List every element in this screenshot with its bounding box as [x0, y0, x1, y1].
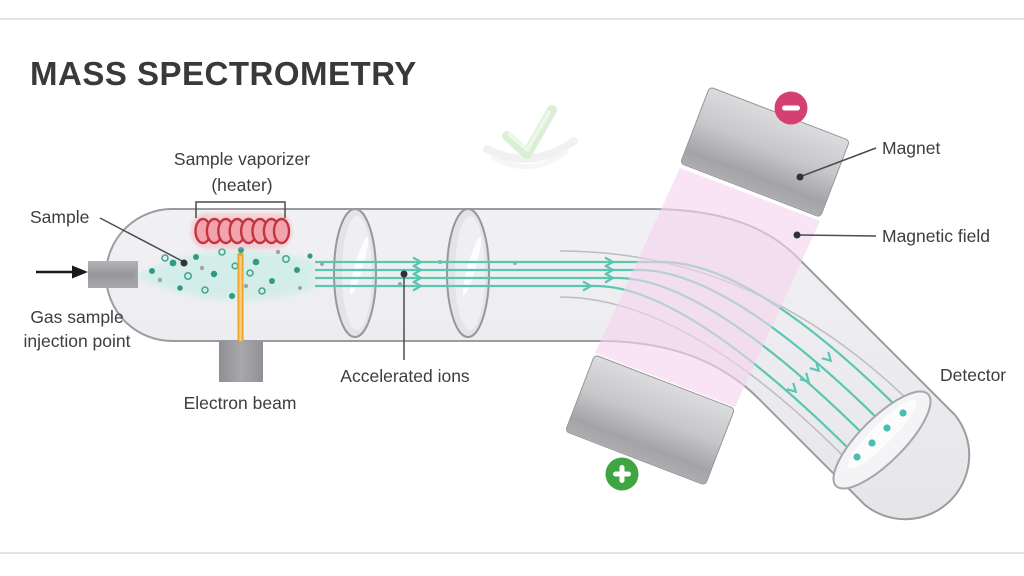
label-injection-point: injection point — [23, 331, 131, 351]
magnet-bottom — [565, 355, 735, 485]
magnet-top — [680, 87, 850, 217]
label-connectors — [99, 147, 877, 360]
electron-gun — [219, 341, 263, 382]
label-magnet: Magnet — [882, 138, 941, 158]
magnetic-field-band — [595, 168, 820, 407]
label-accelerated-ions: Accelerated ions — [340, 366, 470, 386]
detector-plate — [832, 390, 932, 490]
plus-icon — [605, 457, 639, 491]
detector-ion-dots — [853, 409, 907, 461]
label-electron-beam: Electron beam — [183, 393, 297, 413]
page-title: MASS SPECTROMETRY — [30, 55, 417, 92]
heater-coil-icon — [191, 213, 292, 249]
label-gas-sample: Gas sample — [30, 307, 124, 327]
arrow-right-icon — [36, 265, 88, 279]
label-sample-vaporizer: Sample vaporizer — [173, 149, 311, 169]
watermark-check-icon — [483, 105, 578, 170]
lens-1 — [333, 208, 377, 338]
label-detector: Detector — [940, 365, 1007, 385]
label-magnetic-field: Magnetic field — [882, 226, 990, 246]
minus-icon — [774, 91, 808, 125]
lens-2 — [446, 208, 490, 338]
bottom-divider — [0, 552, 1024, 554]
label-sample: Sample — [30, 207, 90, 227]
injection-port — [88, 261, 138, 288]
label-heater: (heater) — [211, 175, 273, 195]
top-divider — [0, 18, 1024, 20]
sample-spray — [134, 247, 517, 301]
